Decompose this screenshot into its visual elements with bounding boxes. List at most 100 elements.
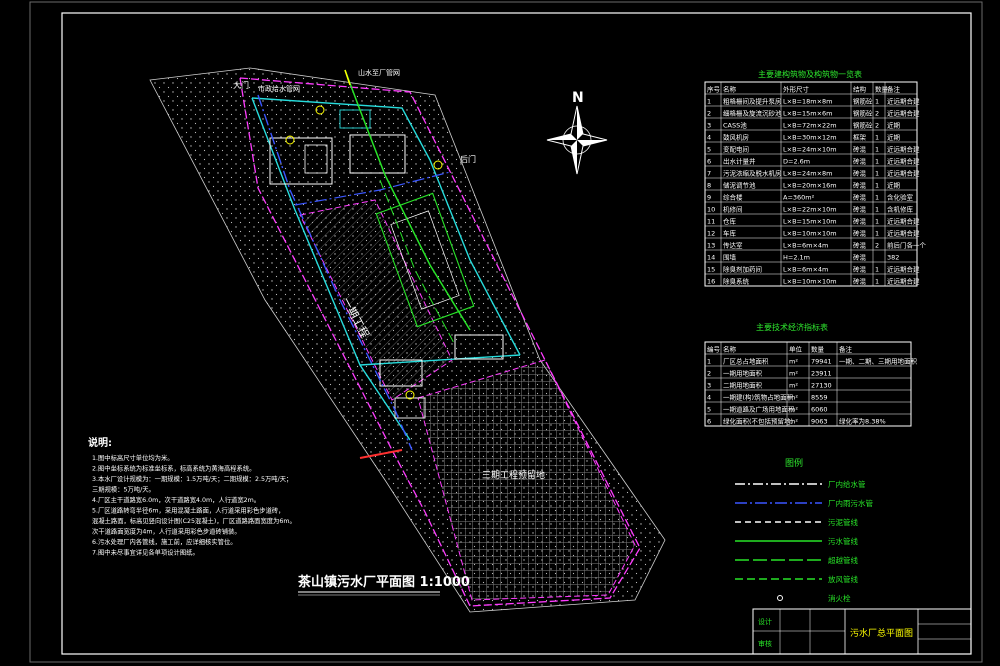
legend-label: 厂内雨污水管	[828, 498, 873, 508]
structures-table-cell: 近远期合建	[887, 229, 920, 238]
structures-table-cell: 车库	[723, 229, 737, 238]
label-phase3: 三期工程预留地	[482, 469, 545, 481]
road-west	[251, 97, 411, 441]
structures-table-cell: D=2.6m	[783, 158, 810, 166]
building-blower	[454, 334, 504, 360]
structures-table-cell: 砖混	[853, 229, 867, 238]
structures-table-cell: 近远期合建	[887, 169, 920, 178]
note-line: 5.厂区道路转弯半径6m，采用混凝土路面，人行道采用彩色步道砖，	[92, 506, 284, 515]
structures-table-cell: L×B=6m×4m	[783, 242, 828, 250]
structures-table-cell: 10	[707, 206, 715, 214]
structures-table-cell: 1	[875, 170, 879, 178]
title-block-drawing-name: 污水厂总平面图	[850, 627, 913, 639]
indicators-table-cell: 一期用地面积	[723, 369, 763, 378]
sewage-pipe	[344, 69, 471, 331]
north-arrow: N	[546, 90, 608, 175]
structures-table-cell: 出水计量井	[723, 157, 756, 166]
structures-table-cell: 砖混	[853, 157, 867, 166]
structures-table-cell: 1	[875, 218, 879, 226]
indicators-table-cell: 绿化面积(不包括预留地)	[723, 417, 793, 426]
building-office	[269, 137, 333, 185]
north-label: N	[572, 90, 584, 106]
cass-tank-inner	[390, 210, 460, 310]
indicators-table-cell: m²	[789, 382, 798, 390]
structures-table-cell: 砖混	[853, 265, 867, 274]
structures-table-cell: 近远期合建	[887, 109, 920, 118]
structures-table-cell: 鼓风机房	[723, 133, 749, 142]
road-north	[251, 97, 431, 161]
inner-frame	[61, 12, 972, 655]
structures-table-cell: 除臭系统	[723, 277, 750, 286]
structures-table-cell: 变配电间	[723, 145, 749, 154]
structures-table-cell: L×B=10m×10m	[783, 278, 837, 286]
structures-table-cell: 前后门各一个	[887, 241, 927, 250]
indicators-table-cell: 8559	[811, 394, 828, 402]
structures-table-cell: 1	[875, 266, 879, 274]
structures-table-cell: 15	[707, 266, 715, 274]
legend-title: 图例	[785, 457, 803, 469]
structures-table-cell: 污泥浓缩及脱水机房	[723, 169, 782, 178]
structures-table-cell: L×B=6m×4m	[783, 266, 828, 274]
structures-table-cell: 近远期合建	[887, 97, 920, 106]
plant-boundary	[239, 77, 641, 607]
building-power	[339, 109, 371, 129]
structures-table-cell: H=2.1m	[783, 254, 810, 262]
structures-table-cell: L×B=15m×10m	[783, 218, 837, 226]
structures-table-cell: 1	[875, 134, 879, 142]
structures-table-cell: 近远期合建	[887, 217, 920, 226]
note-line: 7.图中未尽事宜详见各单项设计图纸。	[92, 548, 199, 557]
structures-table-cell: 382	[887, 254, 899, 262]
structures-table-cell: 2	[707, 110, 711, 118]
structures-table-cell: 除臭剂加药间	[723, 265, 762, 274]
legend-label: 消火栓	[828, 593, 851, 603]
indicators-table-cell: 5	[707, 406, 711, 414]
structures-table-cell: 砖混	[853, 181, 867, 190]
structures-table-cell: 砖混	[853, 253, 867, 262]
structures-table-cell: L×B=24m×8m	[783, 170, 833, 178]
label-gate-main: 大门	[233, 80, 249, 90]
notes: 说明: 1.图中标高尺寸单位均为米。2.图中坐标系统为标准坐标系，标高系统为黄海…	[88, 436, 296, 557]
structures-table-cell: 砖混	[853, 277, 867, 286]
structures-table-cell: CASS池	[723, 121, 747, 130]
structures-table-cell: 2	[875, 122, 879, 130]
structures-table-cell: 8	[707, 182, 711, 190]
hydrant-icon	[777, 595, 783, 601]
structures-table-cell: 钢筋砼	[853, 97, 873, 106]
note-line: 次干道路面宽度为4m，人行道采用彩色步道砖铺装。	[92, 527, 241, 536]
indicators-table-header: 编号	[707, 345, 721, 354]
structures-table-cell: 砖混	[853, 205, 867, 214]
notes-title: 说明:	[88, 436, 112, 449]
structures-table-cell: L×B=15m×6m	[783, 110, 833, 118]
structures-table-header: 名称	[723, 85, 737, 94]
structures-table-header: 序号	[707, 85, 721, 94]
legend-label: 超越管线	[828, 555, 858, 565]
structures-table-cell: 13	[707, 242, 715, 250]
legend-label: 厂内给水管	[828, 479, 866, 489]
structures-table-cell: 7	[707, 170, 711, 178]
indicators-table-header: 备注	[839, 345, 853, 354]
title-block-design: 设计	[758, 617, 772, 626]
structures-table-cell: L×B=30m×12m	[783, 134, 837, 142]
label-gate-back: 后门	[460, 154, 476, 164]
structures-table-cell: 砖混	[853, 217, 867, 226]
structures-table-cell: 综合楼	[723, 193, 743, 202]
structures-table-header: 数量	[875, 85, 889, 94]
title-block: 设计 审核 污水厂总平面图	[752, 608, 972, 655]
indicators-table-cell: 一期建(构)筑物占地面积	[723, 393, 794, 402]
structures-table-cell: 1	[875, 146, 879, 154]
legend-label: 污泥管线	[828, 517, 858, 527]
structures-table-cell: 1	[707, 98, 711, 106]
structures-table-cell: 12	[707, 230, 715, 238]
structures-table-cell: 砖混	[853, 169, 867, 178]
cass-tank	[375, 192, 475, 328]
water-pipe	[257, 94, 413, 451]
structures-table-cell: 粗格栅间及提升泵房	[723, 97, 782, 106]
structures-table-cell: 近远期合建	[887, 265, 920, 274]
indicators-table-cell: 6060	[811, 406, 828, 414]
indicators-table-cell: 绿化率为8.38%	[839, 417, 886, 426]
structures-table-cell: 近期	[887, 133, 901, 142]
indicators-table-header: 名称	[723, 345, 737, 354]
